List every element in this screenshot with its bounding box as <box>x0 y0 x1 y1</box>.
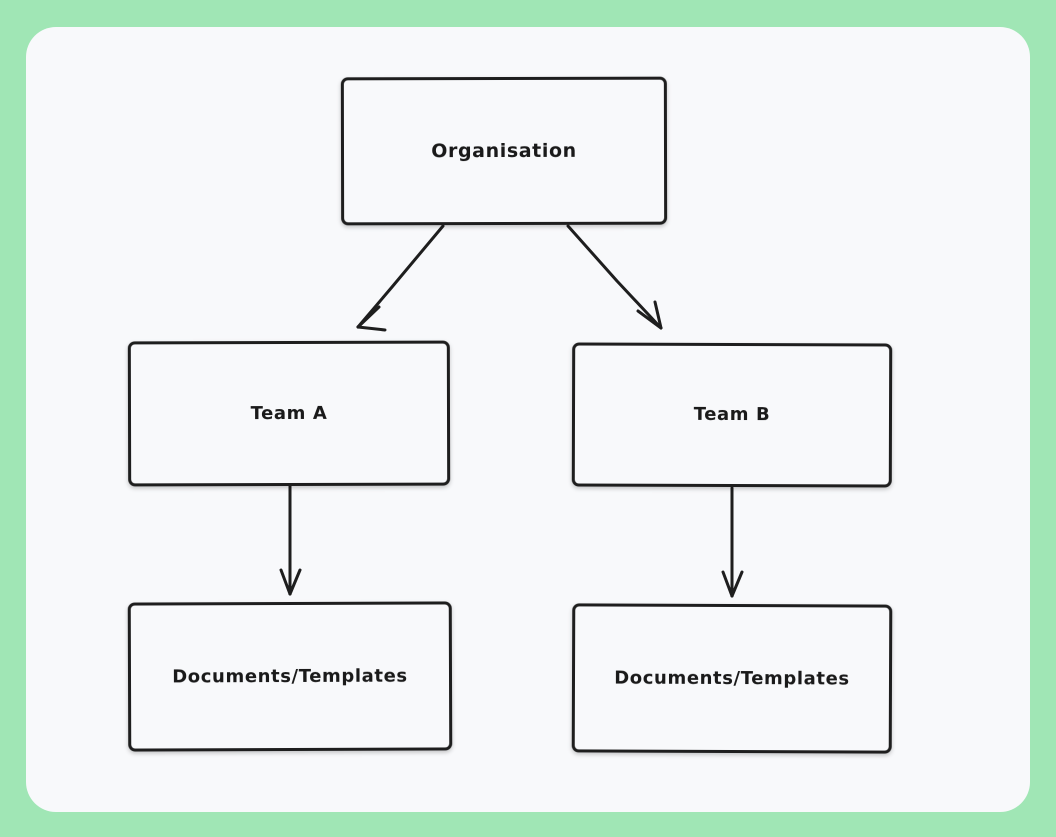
node-team-a-label: Team A <box>250 402 328 424</box>
node-team-b[interactable]: Team B <box>571 342 893 488</box>
node-documents-templates-b-label: Documents/Templates <box>614 667 850 690</box>
node-documents-templates-b[interactable]: Documents/Templates <box>571 603 893 754</box>
node-organisation[interactable]: Organisation <box>340 76 668 226</box>
node-documents-templates-a[interactable]: Documents/Templates <box>127 601 453 752</box>
node-team-a[interactable]: Team A <box>127 340 451 487</box>
node-documents-templates-a-label: Documents/Templates <box>172 665 408 688</box>
node-organisation-label: Organisation <box>431 139 577 162</box>
node-team-b-label: Team B <box>693 404 771 426</box>
